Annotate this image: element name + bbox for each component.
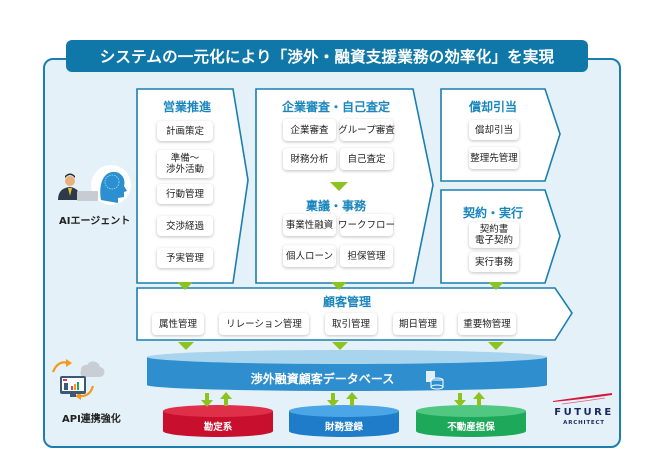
system-label-0: 勘定系 (203, 422, 233, 433)
chip-customer-3[interactable]: 期日管理 (393, 313, 443, 335)
api-illustration (51, 359, 105, 400)
chip-approval-3[interactable]: 担保管理 (340, 245, 393, 267)
chip-review-3[interactable]: 自己査定 (340, 148, 393, 170)
flow-arrow-db-1 (178, 342, 194, 350)
page-title: システムの一元化により「渉外・融資支援業務の効率化」を実現 (66, 40, 588, 72)
system-label-2: 不動産担保 (447, 422, 495, 433)
chip-approval-2[interactable]: 個人ローン (283, 245, 336, 267)
chip-review-1[interactable]: グループ審査 (338, 119, 395, 141)
panel-writeoff-heading: 償却引当 (468, 100, 517, 114)
flow-arrow-db-2 (332, 342, 348, 350)
database-icon (426, 371, 444, 390)
sync-arrows-1 (201, 392, 232, 407)
panel-sales-heading: 営業推進 (162, 100, 211, 114)
chip-approval-1[interactable]: ワークフロー (338, 214, 395, 236)
chip-sales-1[interactable]: 準備～ 渉外活動 (157, 150, 213, 178)
chip-review-2[interactable]: 財務分析 (283, 148, 336, 170)
chip-sales-0[interactable]: 計画策定 (157, 121, 213, 141)
database-label: 渉外融資顧客データベース (250, 372, 395, 386)
ai-agent-illustration (58, 165, 131, 205)
flow-arrow-sales (177, 282, 193, 290)
logo-architect: ARCHITECT (563, 420, 605, 426)
chip-sales-3[interactable]: 交渉経過 (157, 216, 213, 236)
chip-contract-0[interactable]: 契約書 電子契約 (469, 222, 519, 248)
chip-writeoff-1[interactable]: 整理先管理 (469, 147, 519, 169)
chip-customer-4[interactable]: 重要物管理 (458, 313, 516, 335)
logo-swoosh (553, 393, 612, 405)
system-cylinder-red (163, 405, 273, 437)
chip-contract-1[interactable]: 実行事務 (469, 252, 519, 272)
flow-arrow-contract (488, 282, 504, 290)
system-cylinder-green (416, 405, 526, 437)
chip-writeoff-0[interactable]: 償却引当 (469, 120, 519, 140)
database-cylinder (147, 350, 547, 391)
chip-customer-2[interactable]: 取引管理 (325, 313, 377, 335)
api-label: API連携強化 (62, 414, 121, 425)
panel-customer-heading: 顧客管理 (322, 295, 371, 309)
sync-arrows-3 (454, 392, 485, 407)
panel-contract-heading: 契約・実行 (462, 206, 523, 220)
system-label-1: 財務登録 (324, 422, 363, 433)
flow-arrow-db-3 (488, 342, 504, 350)
system-cylinder-blue (289, 405, 399, 437)
chip-sales-4[interactable]: 予実管理 (157, 248, 213, 268)
chip-sales-2[interactable]: 行動管理 (157, 184, 213, 204)
sync-arrows-2 (327, 392, 358, 407)
flow-arrow-review (330, 182, 348, 191)
chip-review-0[interactable]: 企業審査 (283, 119, 336, 141)
chip-customer-0[interactable]: 属性管理 (152, 313, 204, 335)
panel-review-heading: 企業審査・自己査定 (281, 100, 390, 114)
panel-approval-heading: 稟議・事務 (305, 199, 366, 213)
chip-customer-1[interactable]: リレーション管理 (219, 313, 309, 335)
logo-future: FUTURE (554, 407, 614, 418)
flow-arrow-approval (331, 282, 347, 290)
chip-approval-0[interactable]: 事業性融資 (283, 214, 336, 236)
ai-agent-label: AIエージェント (59, 216, 131, 227)
